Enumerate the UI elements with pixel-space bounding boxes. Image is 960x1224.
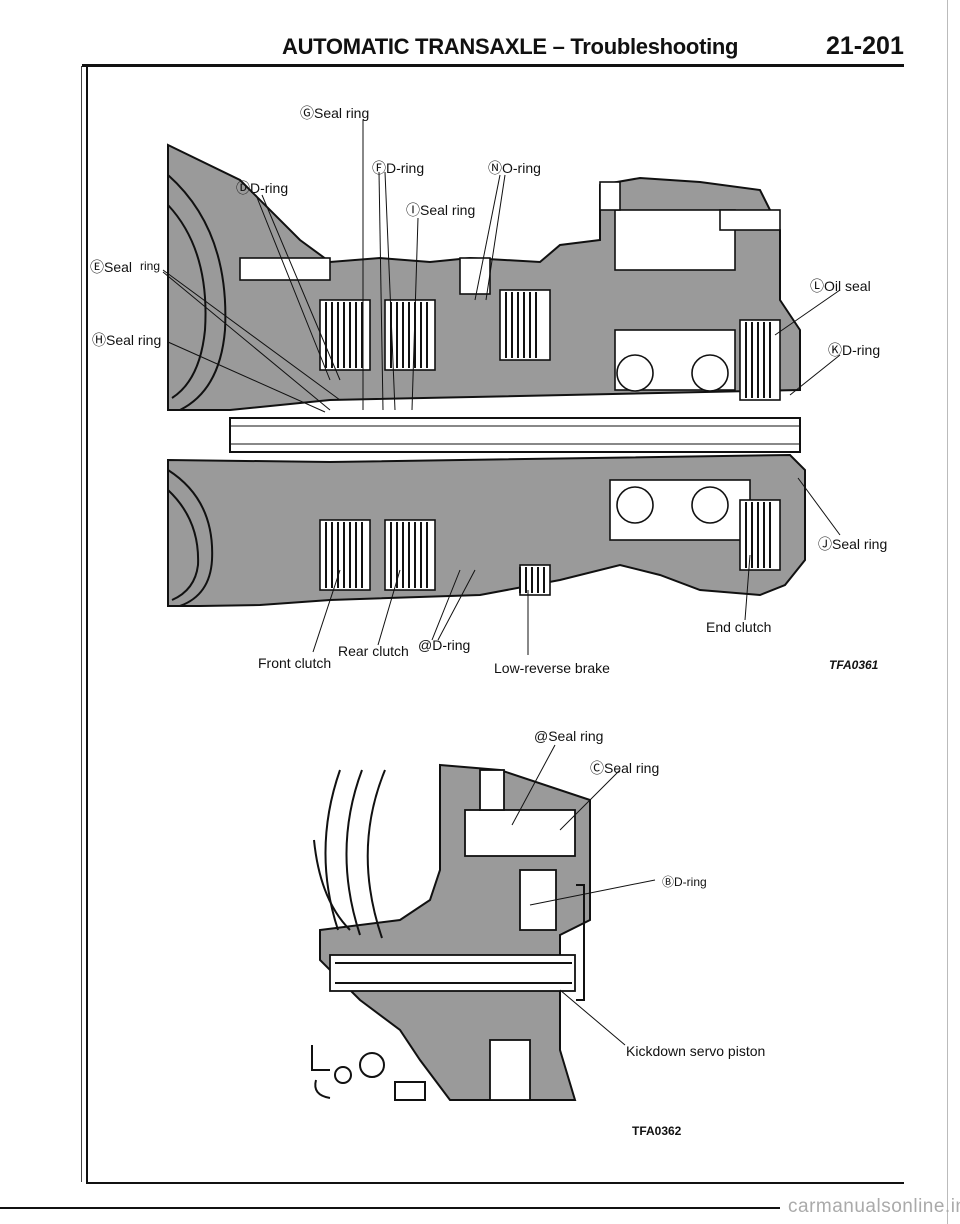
label-l-oil-seal: ⓁOil seal — [810, 278, 871, 294]
header-title: AUTOMATIC TRANSAXLE – Troubleshooting — [282, 34, 739, 59]
label-j-seal-ring: ⒿSeal ring — [818, 536, 888, 552]
frame-left-line — [86, 66, 88, 1184]
label-kickdown-servo-piston: Kickdown servo piston — [626, 1043, 766, 1059]
label-end-clutch: End clutch — [706, 619, 772, 635]
frame-bottom-line — [86, 1182, 904, 1184]
page-number: 21-201 — [826, 32, 904, 60]
footer-watermark: carmanualsonline.info — [788, 1196, 960, 1217]
label-e-seal: ⒺSeal — [90, 259, 133, 275]
label-f-d-ring: ⒻD-ring — [372, 160, 425, 176]
right-edge-line — [947, 0, 948, 1224]
label-m-d-ring: @D-ring — [418, 637, 471, 653]
figure-code-1: TFA0361 — [829, 658, 879, 672]
label-h-seal-ring: ⒽSeal ring — [92, 332, 162, 348]
label-n-o-ring: ⓃO-ring — [488, 160, 541, 176]
label-rear-clutch: Rear clutch — [338, 643, 409, 659]
header-rule — [82, 64, 904, 67]
figure-code-2: TFA0362 — [632, 1124, 682, 1138]
label-a-seal-ring: @Seal ring — [534, 728, 604, 744]
label-g-seal-ring: ⒼSeal ring — [300, 105, 370, 121]
label-b-d-ring: ⒷD-ring — [662, 875, 707, 889]
label-e-ring: ring — [140, 259, 161, 273]
label-c-seal-ring: ⒸSeal ring — [590, 760, 660, 776]
label-i-seal-ring: ⒾSeal ring — [406, 202, 476, 218]
footer-rule — [0, 1207, 780, 1209]
label-d-d-ring: ⒹD-ring — [236, 180, 289, 196]
label-front-clutch: Front clutch — [258, 655, 332, 671]
label-low-reverse-brake: Low-reverse brake — [494, 660, 610, 676]
frame-left-line-thin — [81, 66, 82, 1182]
label-k-d-ring: ⓀD-ring — [828, 342, 881, 358]
